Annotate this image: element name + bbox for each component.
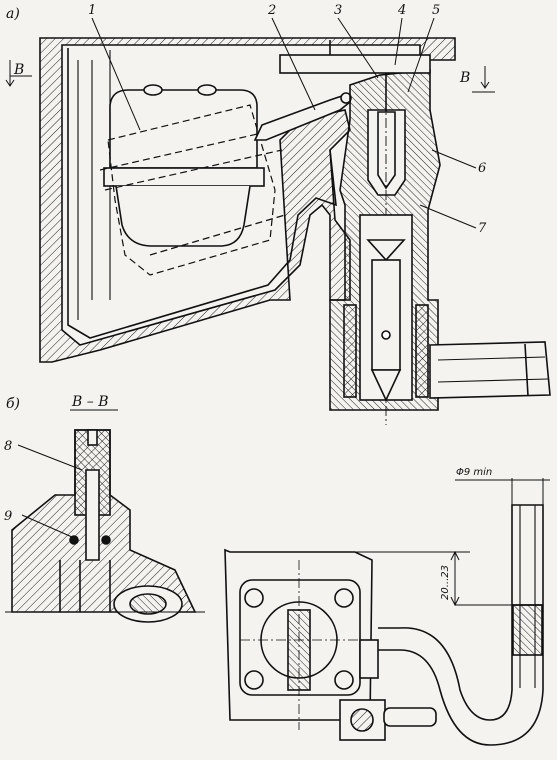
filter-core xyxy=(371,259,401,371)
panel-label-a: a) xyxy=(6,6,20,22)
fitting-nut xyxy=(359,639,379,679)
dimension-diameter: Φ9 min xyxy=(456,467,492,478)
u-tube-inner xyxy=(519,505,536,688)
callout-7: 7 xyxy=(478,221,487,236)
callout-4: 4 xyxy=(397,3,406,18)
bolt-tr xyxy=(334,588,354,608)
section-bb xyxy=(5,429,205,623)
panel-label-b: б) xyxy=(6,396,20,412)
seal-ring-9-left xyxy=(69,535,79,545)
section-title: B – B xyxy=(71,394,108,410)
u-tube-outer xyxy=(378,504,544,746)
filter-tip xyxy=(370,369,402,402)
gasket-left xyxy=(343,304,357,398)
inlet-pipe xyxy=(429,341,551,399)
callout-6: 6 xyxy=(478,161,486,176)
float-dashed-position xyxy=(107,104,276,276)
channel xyxy=(59,560,111,612)
bolt-br xyxy=(334,670,354,690)
chamber-inner xyxy=(67,48,337,339)
float-dashed-seam xyxy=(99,129,286,256)
bolt-inner xyxy=(129,593,167,615)
callout-8: 8 xyxy=(4,439,12,454)
drain-plug-hole xyxy=(350,708,374,732)
section-arrow-left-label: B xyxy=(13,62,24,78)
fitting-8-slot xyxy=(87,429,98,446)
gauge-view xyxy=(224,478,550,746)
dim-arrowheads xyxy=(450,550,460,607)
section-arrow-right-label: B xyxy=(459,70,470,86)
callout-1: 1 xyxy=(88,3,96,18)
float-knob-left xyxy=(143,84,163,96)
seal-ring-9-right xyxy=(101,535,111,545)
callout-2: 2 xyxy=(267,3,276,18)
float-knob-right xyxy=(197,84,217,96)
leaders-bb xyxy=(17,409,118,538)
filter-hole xyxy=(381,330,391,340)
callout-9: 9 xyxy=(4,509,12,524)
dimension-level-range: 20...23 xyxy=(440,565,451,600)
bolt-tl xyxy=(244,588,264,608)
labels: a) б) 1 2 3 4 5 6 7 8 9 B B B – B Φ9 min… xyxy=(4,3,492,600)
float-seam xyxy=(103,167,265,187)
needle-valve xyxy=(377,111,396,190)
inlet-pipe-bore xyxy=(437,356,549,383)
bolt-bl xyxy=(244,670,264,690)
top-cover xyxy=(279,54,431,74)
inlet-pipe-joint xyxy=(524,343,529,397)
callout-3: 3 xyxy=(334,3,342,18)
filter-cone xyxy=(366,239,406,262)
leaders-a xyxy=(5,17,495,229)
liquid-column xyxy=(512,604,543,656)
float-upper xyxy=(109,89,258,169)
view-a xyxy=(39,37,551,425)
callout-5: 5 xyxy=(432,3,440,18)
fitting-8-bore xyxy=(85,469,100,561)
float-lower xyxy=(115,185,251,247)
gasket-right xyxy=(415,304,429,398)
side-tube xyxy=(383,707,437,727)
